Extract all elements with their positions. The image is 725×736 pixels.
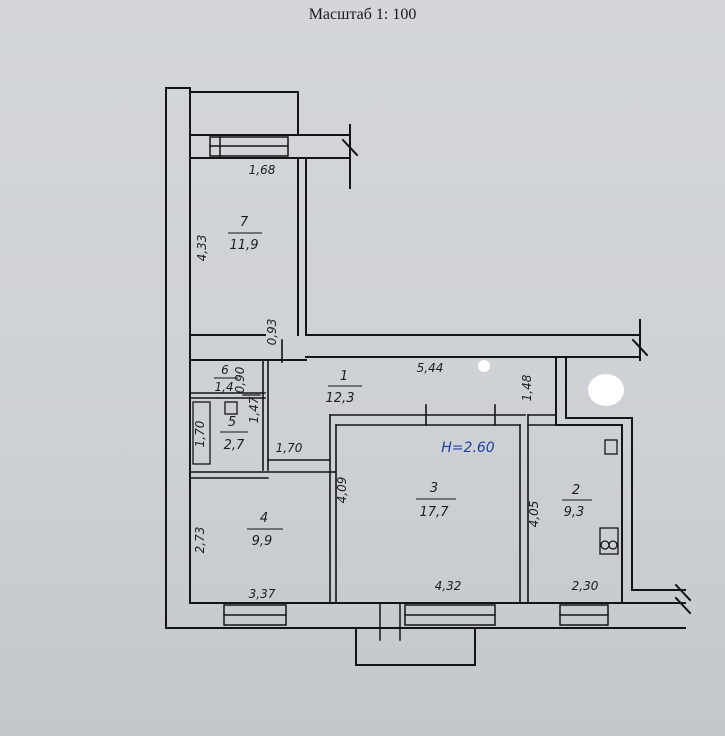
stove-icon: [599, 527, 619, 555]
dim-closet6-width: 0,90: [233, 366, 247, 393]
windows: [209, 136, 609, 641]
room-labels: 7 11,9 1 12,3 3 17,7 2 9,3 4 9,9 5 2,7 6…: [214, 215, 592, 549]
room-3-number: 3: [430, 481, 438, 496]
stove-burner-icon: [608, 540, 618, 550]
bathtub-icon: [192, 401, 211, 465]
dim-room2-width: 2,30: [572, 579, 599, 593]
dim-bath-width: 1,70: [193, 420, 207, 447]
room-6-area: 1,4: [214, 380, 233, 394]
room-5-number: 5: [228, 415, 236, 430]
scan-mark: [478, 360, 490, 372]
sink-icon: [224, 401, 238, 415]
dim-room4-width: 3,37: [249, 587, 276, 601]
room-5-area: 2,7: [224, 438, 245, 453]
room-4-number: 4: [260, 511, 268, 526]
room-7-number: 7: [240, 215, 249, 230]
room-2-number: 2: [572, 483, 580, 498]
fixtures: [192, 394, 619, 555]
scan-mark: [588, 374, 624, 406]
interior-walls: [189, 339, 557, 604]
dim-room3-width: 4,32: [435, 579, 462, 593]
dim-hall-length: 5,44: [417, 361, 444, 375]
room-3-area: 17,7: [420, 505, 450, 520]
dim-room2-depth: 4,05: [527, 501, 541, 528]
dim-room7-height: 4,33: [195, 235, 209, 262]
dim-bath-length: 1,70: [276, 441, 303, 455]
room-4-area: 9,9: [252, 534, 273, 549]
dim-hall-depth: 1,48: [520, 374, 534, 401]
dimension-labels: 1,68 4,33 0,93 5,44 1,48 0,90 1,47 1,70 …: [193, 163, 599, 601]
dim-room3-depth: 4,09: [335, 477, 349, 504]
room-1-area: 12,3: [326, 391, 355, 406]
dim-bath-depth: 1,47: [247, 396, 261, 423]
dim-balcony-width: 1,68: [249, 163, 276, 177]
room-6-number: 6: [221, 363, 229, 377]
room-1-number: 1: [340, 369, 348, 384]
scale-title: Масштаб 1: 100: [308, 6, 417, 23]
room-7-area: 11,9: [230, 238, 259, 253]
dim-room4-depth: 2,73: [193, 527, 207, 554]
kitchen-sink-icon: [604, 439, 618, 455]
dim-passage-width: 0,93: [265, 319, 279, 346]
stove-burner-icon: [600, 540, 610, 550]
ceiling-height-label: H=2.60: [441, 440, 495, 456]
exterior-walls: [165, 87, 692, 666]
room-2-area: 9,3: [564, 505, 585, 520]
